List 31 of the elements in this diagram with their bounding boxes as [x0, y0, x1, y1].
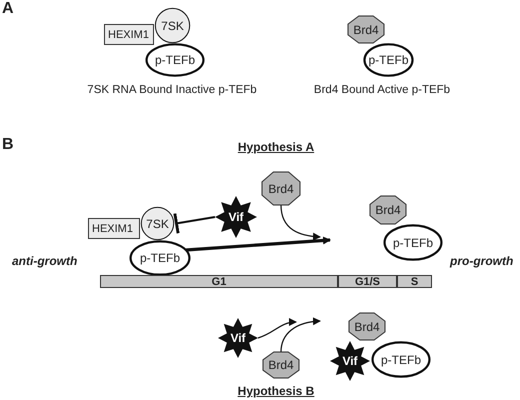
- panel-letter: B: [2, 136, 14, 154]
- hypothesis-heading: Hypothesis A: [238, 140, 314, 154]
- panel-letter: A: [2, 0, 14, 18]
- arrow: [280, 204, 321, 240]
- arrow: [186, 236, 331, 252]
- protein-box: HEXIM1: [88, 218, 140, 239]
- protein-box: HEXIM1: [104, 24, 154, 45]
- protein-ellipse: p-TEFb: [384, 225, 442, 260]
- protein-octagon: Brd4: [370, 196, 406, 224]
- cell-cycle-phase-bar: G1/S: [338, 275, 397, 288]
- inhibition-line: [173, 213, 216, 234]
- arrow: [280, 318, 321, 352]
- axis-end-label: pro-growth: [450, 254, 514, 268]
- viral-protein-star: Vif: [218, 318, 258, 358]
- hypothesis-heading: Hypothesis B: [238, 384, 314, 398]
- rna-circle: 7SK: [141, 207, 174, 240]
- rna-circle: 7SK: [155, 8, 190, 43]
- protein-octagon: Brd4: [349, 313, 385, 340]
- viral-protein-star: Vif: [215, 196, 257, 238]
- protein-octagon: Brd4: [262, 172, 300, 205]
- protein-ellipse: p-TEFb: [146, 44, 204, 76]
- protein-octagon: Brd4: [348, 16, 384, 43]
- protein-ellipse: p-TEFb: [130, 241, 190, 275]
- cell-cycle-phase-bar: S: [397, 275, 432, 288]
- axis-end-label: anti-growth: [12, 254, 78, 268]
- protein-octagon: Brd4: [263, 352, 299, 378]
- viral-protein-star: Vif: [330, 341, 370, 381]
- arrow: [258, 318, 297, 339]
- cell-cycle-phase-bar: G1: [100, 275, 338, 288]
- protein-ellipse: p-TEFb: [364, 44, 413, 76]
- protein-ellipse: p-TEFb: [372, 342, 430, 377]
